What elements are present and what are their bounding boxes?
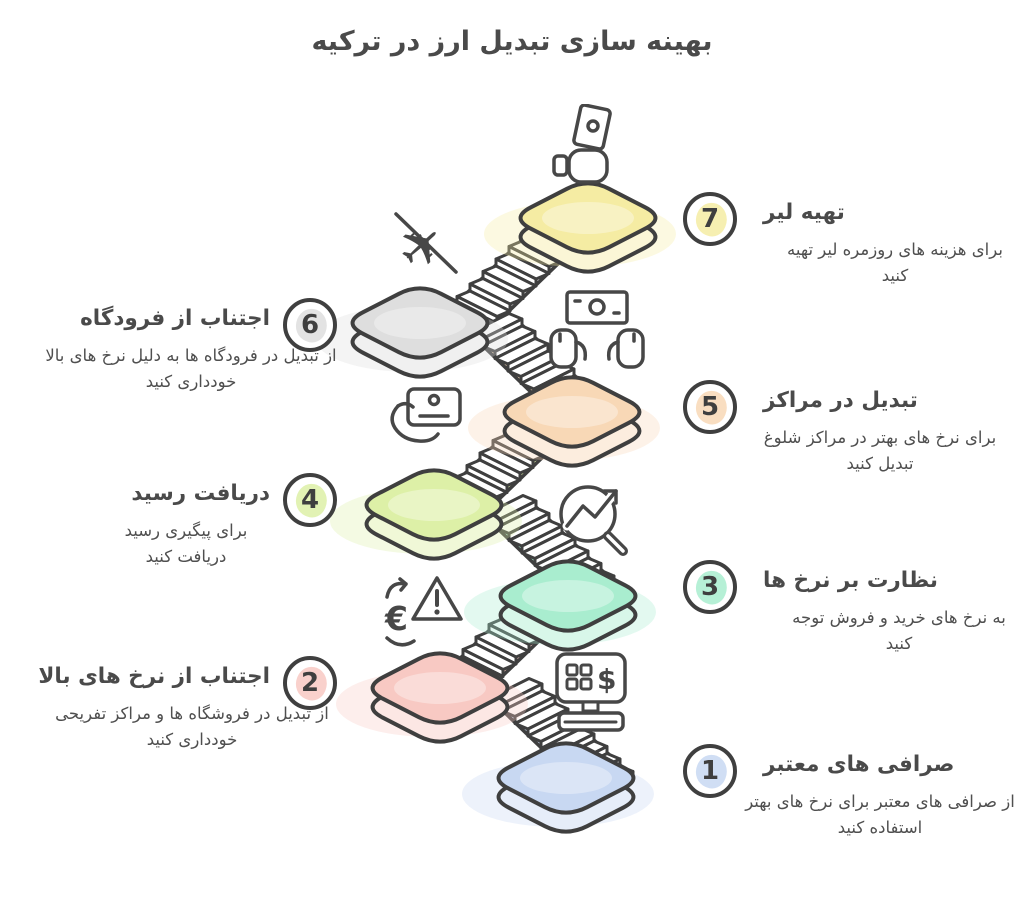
step-description: به نرخ های خرید و فروش توجه کنید [792, 608, 1006, 653]
step-number: 1 [700, 756, 720, 786]
step-number-badge: 6 [283, 298, 337, 352]
lira-cash-in-hand-icon [552, 104, 612, 184]
cash-register-icon: $ [555, 652, 627, 732]
step-number-badge: 5 [683, 380, 737, 434]
step-description: برای هزینه های روزمره لیر تهیه کنید [787, 240, 1003, 285]
step-description: برای نرخ های بهتر در مراکز شلوغ تبدیل کن… [763, 428, 997, 473]
page-title: بهینه سازی تبدیل ارز در ترکیه [311, 26, 713, 57]
receipt-in-hand-icon [390, 387, 462, 443]
step-title: تهیه لیر [763, 200, 845, 225]
svg-text:✈: ✈ [386, 208, 460, 285]
step-number-badge: 4 [283, 473, 337, 527]
step-title: اجتناب از فرودگاه [80, 306, 270, 331]
step-title: اجتناب از نرخ های بالا [38, 664, 270, 689]
svg-text:$: $ [597, 663, 616, 696]
banknote-exchange-icon [549, 290, 645, 369]
step-title: تبدیل در مراکز [763, 388, 918, 413]
step-number: 7 [700, 204, 720, 234]
svg-text:€: € [384, 599, 408, 638]
no-airplane-icon: ✈ [386, 208, 460, 285]
step-title: صرافی های معتبر [763, 752, 955, 777]
step-number-badge: 7 [683, 192, 737, 246]
step-number: 4 [300, 485, 320, 515]
step-description: برای پیگیری رسید دریافت کنید [124, 521, 248, 566]
step-number: 3 [700, 572, 720, 602]
step-description: از صرافی های معتبر برای نرخ های بهتر است… [745, 792, 1015, 837]
step-number-badge: 1 [683, 744, 737, 798]
step-number: 5 [700, 392, 720, 422]
step-title: دریافت رسید [131, 481, 270, 506]
rates-magnifier-icon [559, 485, 628, 556]
step-number-badge: 2 [283, 656, 337, 710]
step-description: از تبدیل در فروشگاه ها و مراکز تفریحی خو… [55, 704, 329, 749]
step-number-badge: 3 [683, 560, 737, 614]
euro-warning-icon: € [384, 576, 463, 647]
step-description: از تبدیل در فرودگاه ها به دلیل نرخ های ب… [45, 346, 337, 391]
step-number: 6 [300, 310, 320, 340]
step-title: نظارت بر نرخ ها [763, 568, 938, 593]
step-number: 2 [300, 668, 320, 698]
